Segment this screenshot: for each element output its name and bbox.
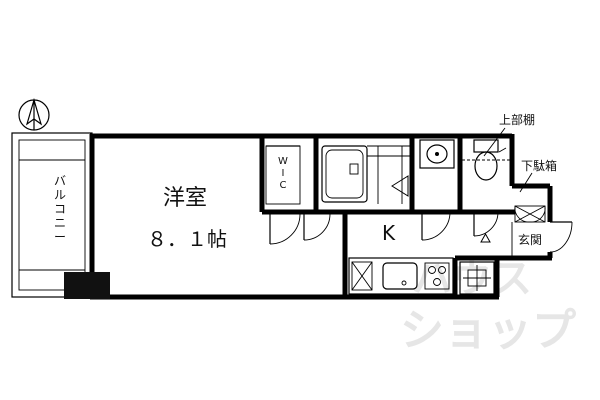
upper-shelf-callout: 上部棚	[462, 112, 535, 161]
sink-icon	[382, 262, 418, 290]
pillar	[64, 272, 110, 299]
upper-shelf-label: 上部棚	[499, 112, 535, 127]
balcony: バルコニー	[11, 132, 93, 298]
doors	[269, 205, 573, 253]
shoe-box-label: 下駄箱	[521, 158, 557, 173]
north-arrow-icon	[18, 97, 50, 131]
kitchen-label: K	[382, 221, 396, 245]
room-area-label: ８．１帖	[147, 227, 227, 251]
western-room-label: 洋室	[163, 186, 207, 211]
watermark-line2: ショップ	[400, 305, 576, 356]
kitchen-counter	[348, 257, 454, 295]
washing-machine-pan-icon	[459, 261, 495, 295]
bathtub-icon	[321, 145, 368, 203]
passage	[367, 145, 410, 204]
stove-icon	[424, 262, 450, 290]
toilet-icon	[473, 139, 507, 181]
walls	[89, 133, 553, 300]
entrance-label: 玄関	[518, 232, 542, 247]
watermark: ハウス ショップ	[400, 256, 576, 356]
washbasin-icon	[419, 139, 455, 169]
balcony-label: バルコニー	[54, 174, 66, 244]
meter-marker-icon	[480, 232, 491, 243]
